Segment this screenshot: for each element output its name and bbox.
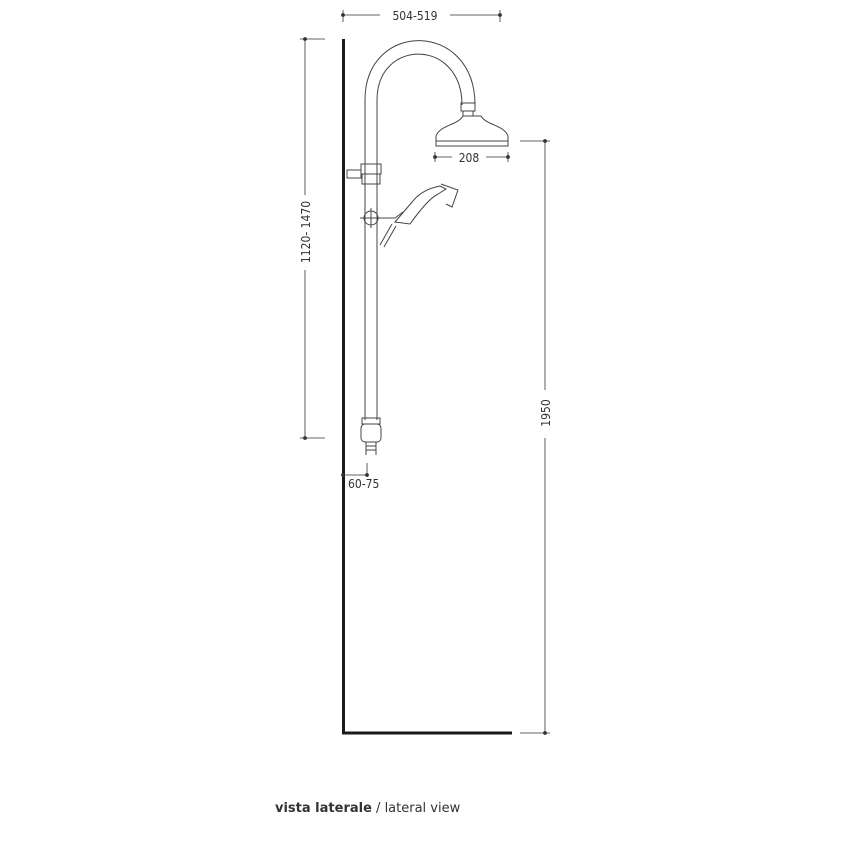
riser-pipe [346, 40, 476, 455]
dimension-head-diameter [433, 152, 510, 162]
view-caption: vista laterale / lateral view [275, 801, 460, 816]
arm-projection-label: 504-519 [392, 9, 437, 23]
dimension-wall-offset [341, 463, 369, 477]
caption-italian: vista laterale [275, 801, 372, 816]
caption-english: lateral view [384, 801, 461, 816]
wall-offset-label: 60-75 [348, 477, 379, 491]
head-diameter-label: 208 [459, 151, 480, 165]
dimension-valve-height [300, 37, 325, 440]
valve-and-hand-shower [360, 183, 459, 248]
valve-height-label: 1120- 1470 [299, 201, 313, 263]
total-height-label: 1950 [539, 399, 553, 427]
wall-and-floor [342, 39, 512, 735]
shower-head [435, 115, 509, 147]
dimension-arm-projection [341, 10, 502, 22]
dimension-total-height [520, 139, 550, 735]
caption-separator: / [371, 801, 385, 816]
